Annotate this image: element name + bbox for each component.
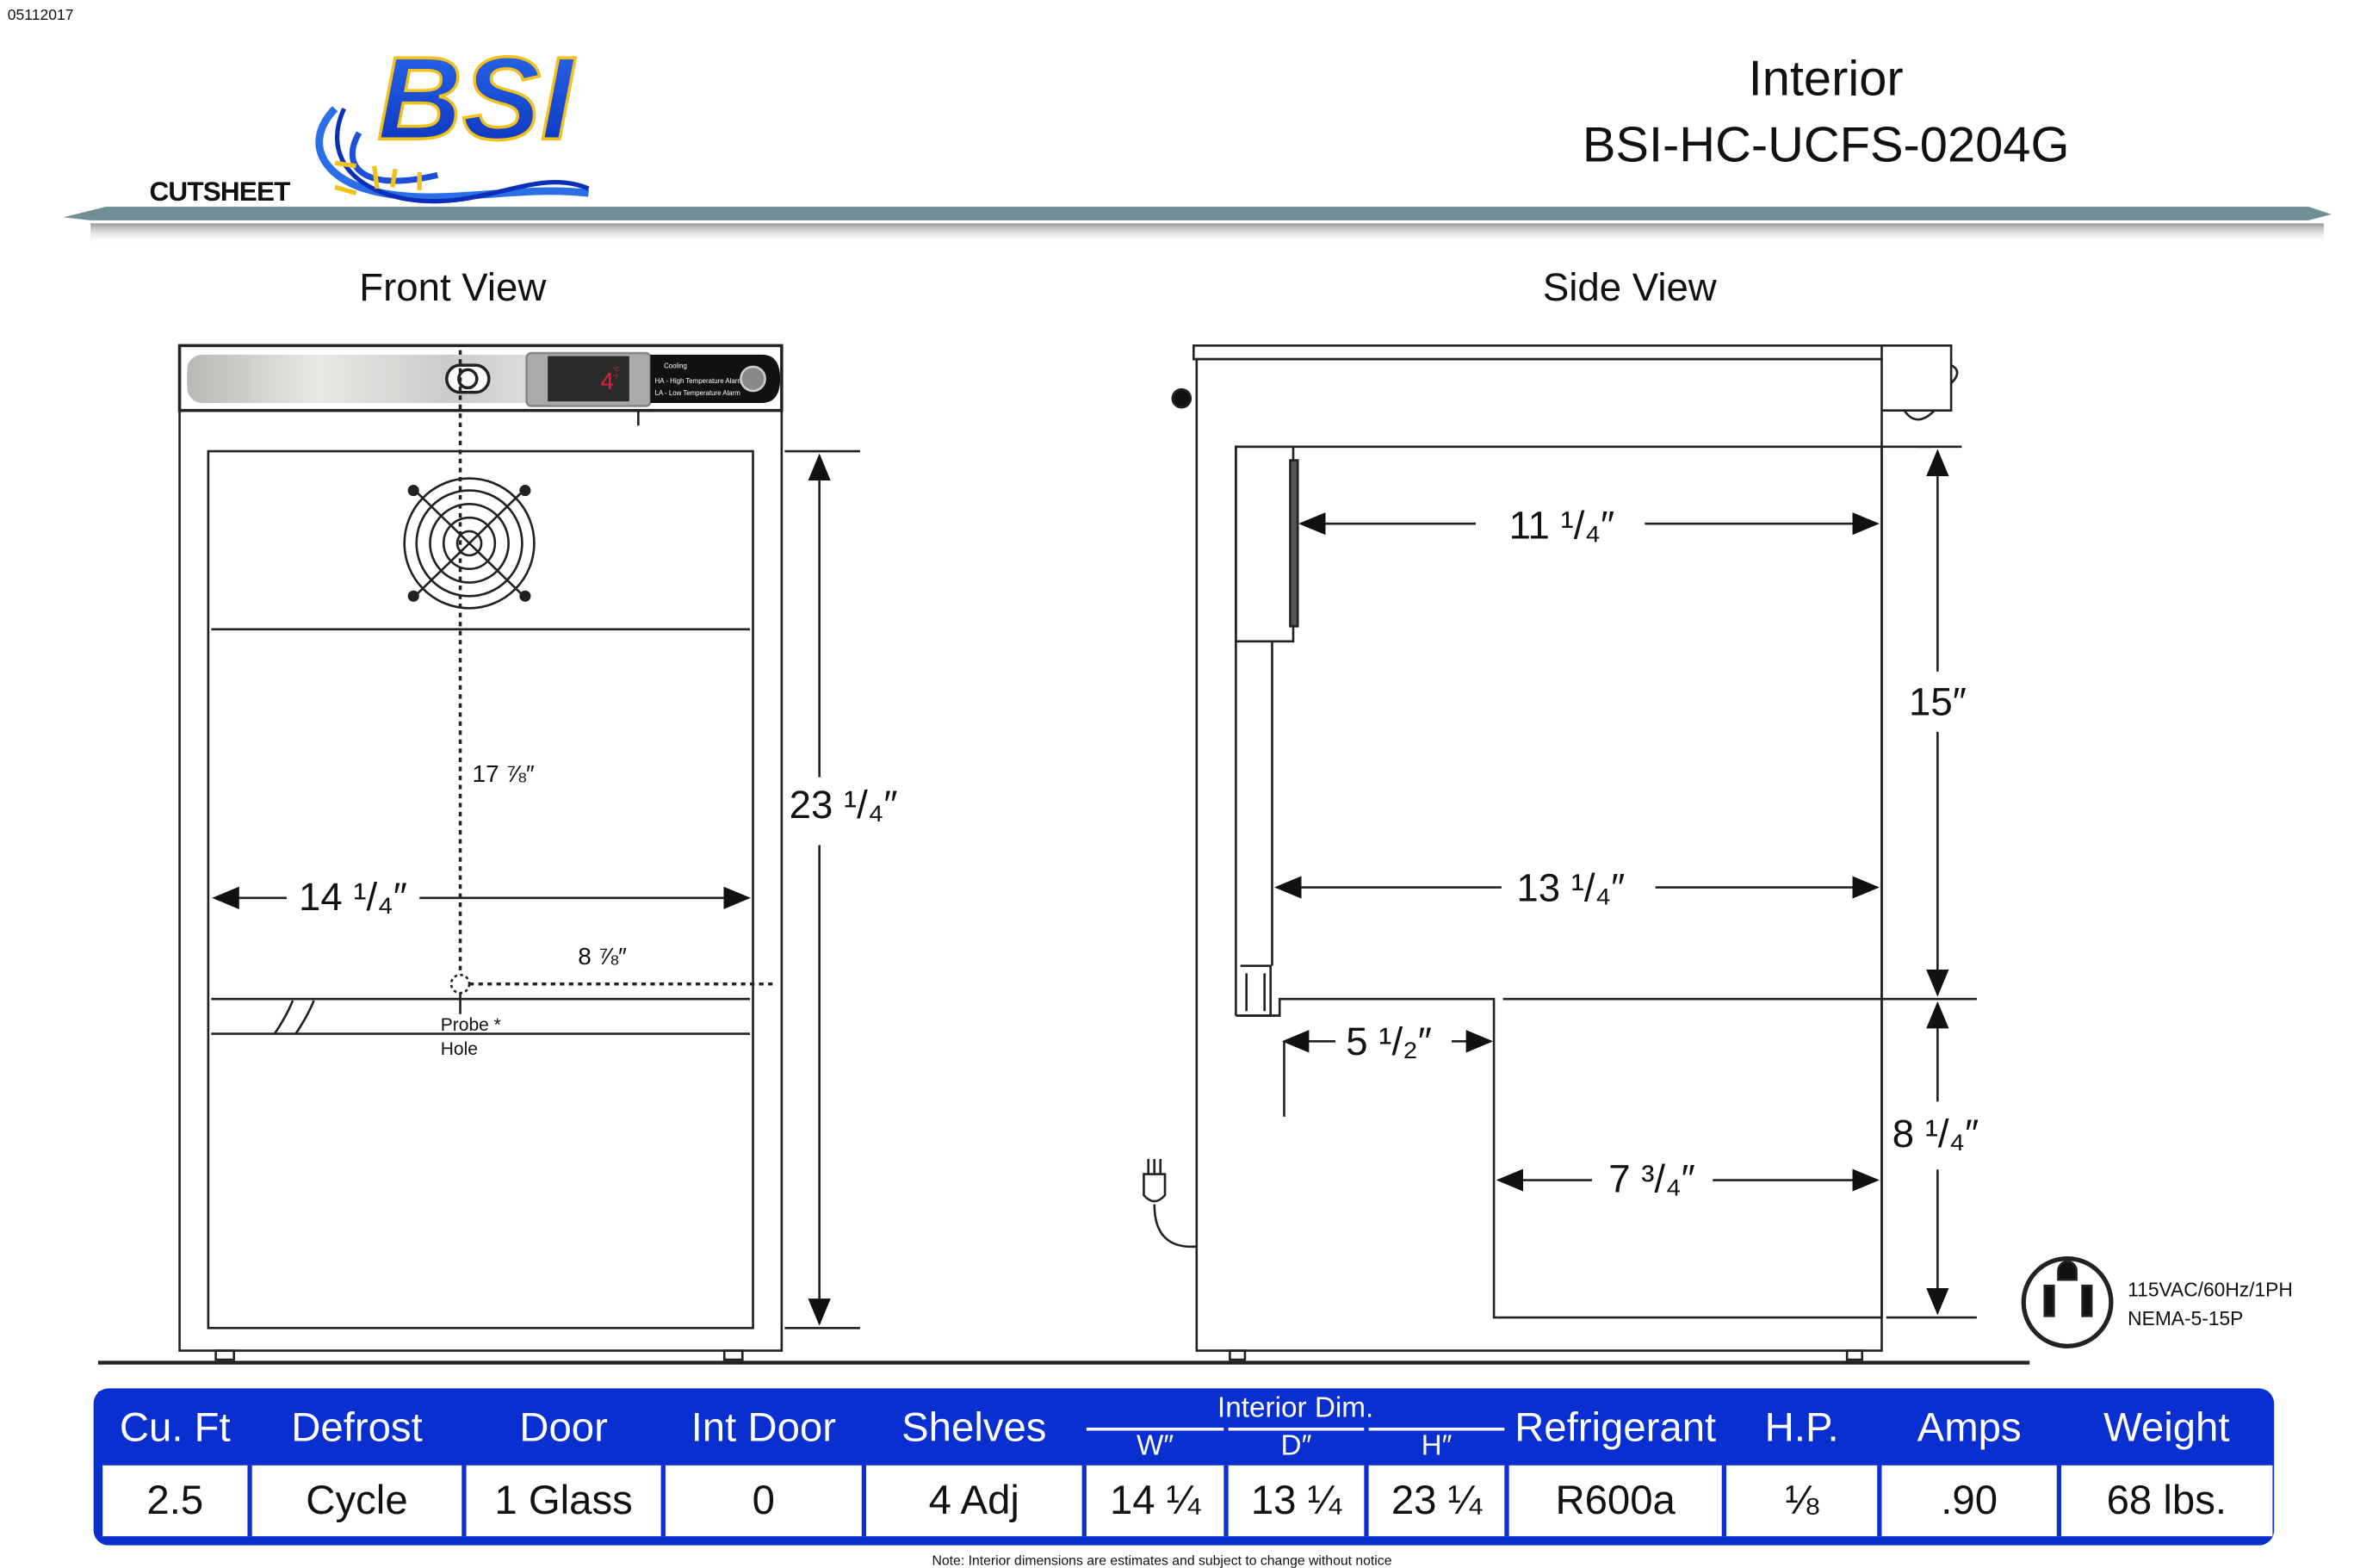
header-weight: Weight [2056,1391,2272,1466]
electrical-spec: 115VAC/60Hz/1PH NEMA-5-15P [2128,1275,2293,1333]
value-refrigerant: R600a [1504,1465,1725,1537]
probe-hole-label: Hole [441,1039,478,1059]
value-height: 23 ¼ [1364,1465,1507,1537]
header-shelves: Shelves [861,1391,1085,1466]
footnote: Note: Interior dimensions are estimates … [932,1553,1392,1568]
value-width: 14 ¼ [1081,1465,1226,1537]
value-depth: 13 ¼ [1223,1465,1366,1537]
legend-high-alarm: HA - High Temperature Alarm [655,377,744,385]
side-view-drawing [1143,344,1977,1361]
header-cu-ft: Cu. Ft [97,1391,251,1466]
control-panel: 4 °C °F Cooling HA - High Temperature Al… [177,344,784,426]
front-view-drawing: 4 °C °F Cooling HA - High Temperature Al… [177,344,860,1361]
header-depth: D″ [1223,1427,1366,1466]
table-row: 2.5 Cycle 1 Glass 0 4 Adj 14 ¼ 13 ¼ 23 ¼… [97,1465,2272,1537]
dim-lower-height: 8 ¹/₄″ [1892,1112,1979,1156]
header-hp: H.P. [1721,1391,1880,1466]
dim-probe-height: 17 ⅞″ [473,760,535,787]
value-shelves: 4 Adj [861,1465,1085,1537]
dim-lower-depth: 7 ³/₄″ [1608,1157,1695,1201]
nema-outlet-icon [2021,1256,2114,1348]
header-width: W″ [1081,1427,1226,1466]
header-defrost: Defrost [247,1391,464,1466]
band-shadow [90,223,2325,245]
legend-cooling: Cooling [664,363,687,370]
door-handle-icon [1171,387,1192,409]
power-switch-icon [740,365,766,393]
unit-f: °F [613,374,619,381]
header-height: H″ [1364,1427,1507,1466]
spec-table: Cu. Ft Defrost Door Int Door Shelves Int… [93,1388,2275,1546]
header-refrigerant: Refrigerant [1504,1391,1725,1466]
temperature-display: 4 [601,368,615,394]
header-int-door: Int Door [660,1391,864,1466]
header-band [63,207,2332,220]
value-cu-ft: 2.5 [97,1465,251,1537]
bsi-logo: BSI [315,30,590,204]
fan-icon [403,477,536,610]
dim-front-height: 23 ¹/₄″ [790,783,898,827]
value-amps: .90 [1877,1465,2060,1537]
value-defrost: Cycle [247,1465,464,1537]
logo-text: BSI [377,32,576,164]
header-amps: Amps [1877,1391,2060,1466]
header-interior-dim: Interior Dim. [1081,1391,1507,1429]
dim-step-depth: 5 ¹/₂″ [1346,1020,1432,1063]
side-view-title: Side View [1542,263,1717,310]
value-weight: 68 lbs. [2056,1465,2272,1537]
model-number: BSI-HC-UCFS-0204G [1582,115,2070,172]
title-line-1: Interior [1748,49,1904,106]
value-int-door: 0 [660,1465,864,1537]
value-hp: ⅛ [1721,1465,1880,1537]
value-door: 1 Glass [462,1465,664,1537]
date-code: 05112017 [7,7,74,25]
dim-front-width: 14 ¹/₄″ [299,875,407,919]
front-view-title: Front View [359,263,547,310]
power-cord-icon [1143,1158,1197,1249]
electrical-rating: 115VAC/60Hz/1PH [2128,1278,2293,1301]
cutsheet-label: CUTSHEET [149,177,291,208]
header-door: Door [462,1391,664,1466]
unit-c: °C [613,366,620,373]
dim-probe-offset: 8 ⅞″ [578,943,627,970]
probe-label: Probe * [441,1015,501,1035]
legend-low-alarm: LA - Low Temperature Alarm [655,389,741,397]
plug-type: NEMA-5-15P [2128,1306,2244,1330]
dim-upper-depth: 11 ¹/₄″ [1509,504,1614,548]
dim-depth: 13 ¹/₄″ [1516,865,1625,909]
dim-upper-height: 15″ [1909,680,1967,724]
header-graphics: BSI [63,30,2332,245]
drawings: 4 °C °F Cooling HA - High Temperature Al… [97,344,2114,1365]
